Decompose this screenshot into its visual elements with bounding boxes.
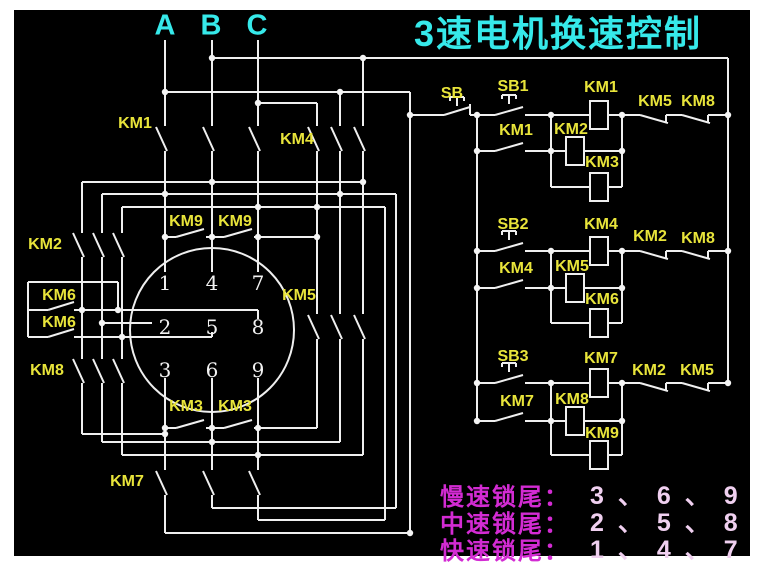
km3-coil-label: KM3 xyxy=(585,154,619,171)
km1-main-label: KM1 xyxy=(118,115,152,132)
sb-stop-label: SB xyxy=(440,85,464,102)
terminal-3: 3 xyxy=(158,358,172,382)
km8-coil xyxy=(565,406,585,436)
schematic-black-canvas xyxy=(14,10,750,556)
km2-interlock2-label: KM2 xyxy=(633,228,667,245)
main-circuit-wires xyxy=(27,40,729,534)
km7-main-label: KM7 xyxy=(110,473,144,490)
km8-interlock1-label: KM8 xyxy=(681,93,715,110)
terminal-5: 5 xyxy=(205,315,219,339)
km5-coil xyxy=(565,273,585,303)
km2-coil-label: KM2 xyxy=(554,121,588,138)
phase-a-label: A xyxy=(154,9,176,42)
sb3-label: SB3 xyxy=(497,348,529,365)
junction-dots xyxy=(78,54,732,537)
km7-coil xyxy=(589,368,609,398)
km3-right-label: KM3 xyxy=(218,398,252,415)
km6-lower-label: KM6 xyxy=(42,314,76,331)
km4-seal-label: KM4 xyxy=(499,260,533,277)
km5-main-label: KM5 xyxy=(282,287,316,304)
km5-coil-label: KM5 xyxy=(555,258,589,275)
km4-main-label: KM4 xyxy=(280,131,314,148)
km1-seal-label: KM1 xyxy=(499,122,533,139)
note-fast-values: 1、4、7 xyxy=(590,536,752,564)
km3-coil xyxy=(589,172,609,202)
km2-coil xyxy=(565,136,585,166)
km9-right-label: KM9 xyxy=(218,213,252,230)
coil-rects xyxy=(565,100,609,470)
terminal-8: 8 xyxy=(251,315,265,339)
terminal-6: 6 xyxy=(205,358,219,382)
sb2-label: SB2 xyxy=(497,216,529,233)
km9-left-label: KM9 xyxy=(169,213,203,230)
km2-main-label: KM2 xyxy=(28,236,62,253)
km6-coil-label: KM6 xyxy=(585,291,619,308)
note-medium-label: 中速锁尾： xyxy=(440,511,570,538)
note-slow-values: 3、6、9 xyxy=(590,482,752,510)
km2-interlock3-label: KM2 xyxy=(632,362,666,379)
sb1-label: SB1 xyxy=(497,78,529,95)
km8-main-label: KM8 xyxy=(30,362,64,379)
km1-coil-label: KM1 xyxy=(584,79,618,96)
km4-coil xyxy=(589,236,609,266)
km6-upper-label: KM6 xyxy=(42,287,76,304)
km6-coil xyxy=(589,308,609,338)
note-fast-label: 快速锁尾： xyxy=(440,538,570,565)
note-medium-values: 2、5、8 xyxy=(590,509,752,537)
km5-interlock3-label: KM5 xyxy=(680,362,714,379)
km9-coil xyxy=(589,440,609,470)
km7-coil-label: KM7 xyxy=(584,350,618,367)
terminal-7: 7 xyxy=(251,271,265,295)
control-circuit-wires xyxy=(410,94,728,456)
phase-c-label: C xyxy=(246,9,268,42)
km4-coil-label: KM4 xyxy=(584,216,618,233)
km7-seal-label: KM7 xyxy=(500,393,534,410)
page-title: 3速电机换速控制 xyxy=(413,13,703,54)
note-slow-label: 慢速锁尾： xyxy=(440,484,570,511)
terminal-4: 4 xyxy=(205,271,219,295)
km9-coil-label: KM9 xyxy=(585,425,619,442)
km1-coil xyxy=(589,100,609,130)
km3-left-label: KM3 xyxy=(169,398,203,415)
km8-interlock2-label: KM8 xyxy=(681,230,715,247)
km5-interlock1-label: KM5 xyxy=(638,93,672,110)
phase-b-label: B xyxy=(200,9,222,42)
terminal-2: 2 xyxy=(158,315,172,339)
terminal-9: 9 xyxy=(251,358,265,382)
km8-coil-label: KM8 xyxy=(555,391,589,408)
terminal-1: 1 xyxy=(158,271,172,295)
